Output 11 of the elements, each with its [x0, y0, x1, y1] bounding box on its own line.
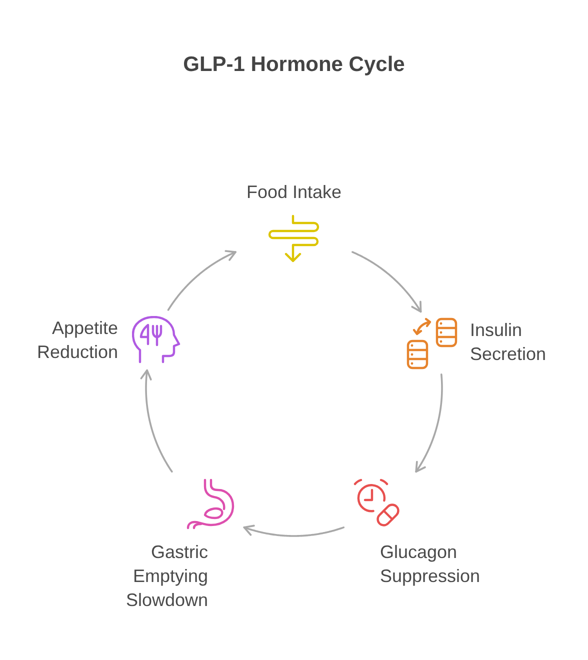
stage-label: Glucagon Suppression: [380, 541, 480, 588]
curved-arrow: [352, 251, 422, 313]
curved-arrow: [167, 250, 236, 311]
diagram-title: GLP-1 Hormone Cycle: [182, 52, 406, 78]
curved-arrow: [243, 524, 345, 537]
stage-label: Gastric Emptying Slowdown: [126, 541, 208, 612]
curved-arrow: [140, 369, 173, 473]
curved-arrow: [415, 373, 443, 473]
stage-label: Food Intake: [245, 181, 343, 204]
stage-label: Appetite Reduction: [36, 317, 118, 364]
stage-label: Insulin Secretion: [470, 319, 546, 366]
